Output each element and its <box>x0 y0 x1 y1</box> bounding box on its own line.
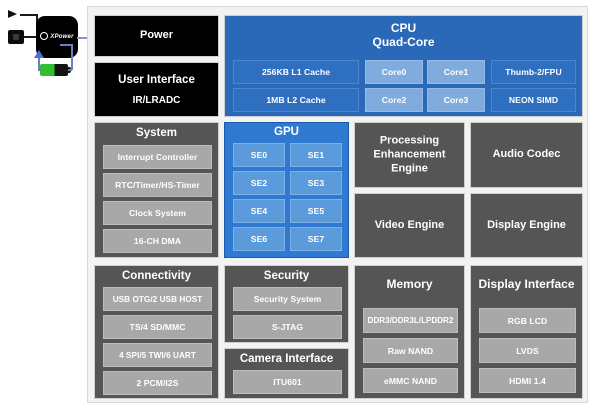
gpu-se5[interactable]: SE5 <box>290 199 342 223</box>
cpu-core1[interactable]: Core1 <box>427 60 485 84</box>
connectivity-pcm-i2s[interactable]: 2 PCM/I2S <box>103 371 212 395</box>
display-hdmi[interactable]: HDMI 1.4 <box>479 368 576 393</box>
arrow-icon <box>8 10 17 18</box>
security-system[interactable]: Security System <box>233 287 342 311</box>
cable-adapter <box>24 36 38 38</box>
block-display-interface[interactable]: Display Interface RGB LCD LVDS HDMI 1.4 <box>470 265 583 399</box>
connectivity-spi-twi-uart[interactable]: 4 SPI/5 TWI/6 UART <box>103 343 212 367</box>
block-cpu-subtitle: Quad-Core <box>372 35 435 49</box>
gpu-se3[interactable]: SE3 <box>290 171 342 195</box>
power-flow-arrow-icon <box>34 50 44 58</box>
display-lvds[interactable]: LVDS <box>479 338 576 363</box>
memory-raw-nand[interactable]: Raw NAND <box>363 338 458 363</box>
block-gpu[interactable]: GPU SE0 SE1 SE2 SE3 SE4 SE5 SE6 SE7 <box>224 122 349 258</box>
block-display-engine-title: Display Engine <box>487 218 566 231</box>
connectivity-sd-mmc[interactable]: TS/4 SD/MMC <box>103 315 212 339</box>
block-audio-codec-title: Audio Codec <box>492 148 561 161</box>
connectivity-usb[interactable]: USB OTG/2 USB HOST <box>103 287 212 311</box>
block-system[interactable]: System Interrupt Controller RTC/Timer/HS… <box>94 122 219 258</box>
system-dma[interactable]: 16-CH DMA <box>103 229 212 253</box>
cpu-core3[interactable]: Core3 <box>427 88 485 112</box>
display-rgb-lcd[interactable]: RGB LCD <box>479 308 576 333</box>
cpu-neon-simd[interactable]: NEON SIMD <box>491 88 576 112</box>
block-audio-codec[interactable]: Audio Codec <box>470 122 583 188</box>
camera-itu601[interactable]: ITU601 <box>233 370 342 394</box>
memory-ddr3[interactable]: DDR3/DDR3L/LPDDR2 <box>363 308 458 333</box>
block-display-interface-title: Display Interface <box>478 277 575 291</box>
memory-emmc-nand[interactable]: eMMC NAND <box>363 368 458 393</box>
battery-wire-right <box>68 69 72 71</box>
cpu-cache-l2[interactable]: 1MB L2 Cache <box>233 88 359 112</box>
battery-wire-left <box>38 69 42 71</box>
xpower-logo-icon: XPower <box>36 31 78 43</box>
xpower-logo-text: XPower <box>50 34 74 40</box>
module-to-power-wire <box>77 37 95 39</box>
block-camera-interface[interactable]: Camera Interface ITU601 <box>224 348 349 399</box>
block-display-engine[interactable]: Display Engine <box>470 193 583 258</box>
external-power-illustration: XPower <box>0 0 95 100</box>
block-power-title: Power <box>139 29 173 42</box>
cpu-core0[interactable]: Core0 <box>365 60 423 84</box>
block-user-interface-title: User Interface <box>118 74 195 86</box>
cable-top <box>20 14 38 16</box>
block-security[interactable]: Security Security System S-JTAG <box>224 265 349 343</box>
block-memory[interactable]: Memory DDR3/DDR3L/LPDDR2 Raw NAND eMMC N… <box>354 265 465 399</box>
block-memory-title: Memory <box>386 277 433 291</box>
soc-block-diagram-panel: Power User Interface IR/LRADC CPU Quad-C… <box>87 6 588 403</box>
battery-wire-left-vertical <box>38 58 40 70</box>
block-connectivity[interactable]: Connectivity USB OTG/2 USB HOST TS/4 SD/… <box>94 265 219 399</box>
system-clock-system[interactable]: Clock System <box>103 201 212 225</box>
security-s-jtag[interactable]: S-JTAG <box>233 315 342 339</box>
battery-wire-top <box>60 44 72 46</box>
gpu-se2[interactable]: SE2 <box>233 171 285 195</box>
cpu-thumb2-fpu[interactable]: Thumb-2/FPU <box>491 60 576 84</box>
battery-wire-right-vertical <box>71 44 73 70</box>
battery-icon <box>40 64 71 76</box>
block-cpu[interactable]: CPU Quad-Core 256KB L1 Cache 1MB L2 Cach… <box>224 15 583 117</box>
cpu-core2[interactable]: Core2 <box>365 88 423 112</box>
ac-adapter-icon <box>8 30 24 44</box>
gpu-se4[interactable]: SE4 <box>233 199 285 223</box>
block-power[interactable]: Power <box>94 15 219 57</box>
block-user-interface-subtitle: IR/LRADC <box>132 95 181 106</box>
system-rtc-timer[interactable]: RTC/Timer/HS-Timer <box>103 173 212 197</box>
block-video-engine[interactable]: Video Engine <box>354 193 465 258</box>
block-camera-interface-title: Camera Interface <box>239 353 334 365</box>
block-processing-enhancement-engine[interactable]: Processing Enhancement Engine <box>354 122 465 188</box>
block-video-engine-title: Video Engine <box>374 218 445 231</box>
gpu-se7[interactable]: SE7 <box>290 227 342 251</box>
gpu-se6[interactable]: SE6 <box>233 227 285 251</box>
logo-ring-icon <box>40 32 49 41</box>
cpu-cache-l1[interactable]: 256KB L1 Cache <box>233 60 359 84</box>
block-gpu-title: GPU <box>274 126 299 138</box>
block-security-title: Security <box>263 270 310 282</box>
block-processing-enhancement-engine-title: Processing Enhancement Engine <box>373 134 446 174</box>
block-connectivity-title: Connectivity <box>121 270 191 282</box>
gpu-se1[interactable]: SE1 <box>290 143 342 167</box>
block-cpu-title: CPU <box>390 21 417 35</box>
system-interrupt-controller[interactable]: Interrupt Controller <box>103 145 212 169</box>
gpu-se0[interactable]: SE0 <box>233 143 285 167</box>
block-user-interface[interactable]: User Interface IR/LRADC <box>94 62 219 117</box>
block-system-title: System <box>136 127 177 139</box>
